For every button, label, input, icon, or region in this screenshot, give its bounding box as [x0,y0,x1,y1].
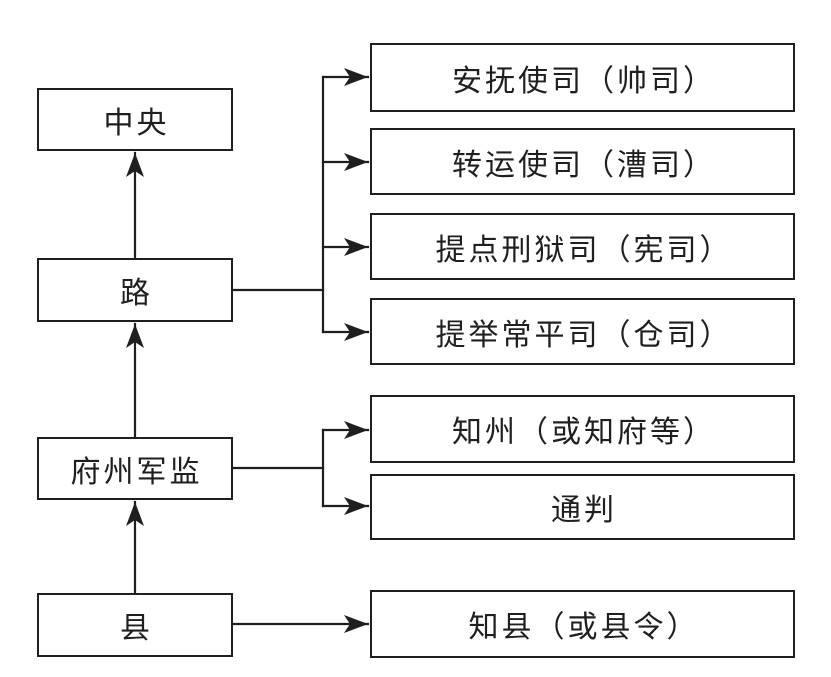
node-office-zhuanyun: 转运使司（漕司） [370,128,795,195]
node-prefecture: 府州军监 [37,437,233,500]
node-central: 中央 [37,88,233,151]
node-office-tiju: 提举常平司（仓司） [370,298,795,365]
node-office-zhixian: 知县（或县令） [370,590,795,658]
node-office-anfu: 安抚使司（帅司） [370,43,795,112]
node-office-tidian: 提点刑狱司（宪司） [370,213,795,280]
node-circuit: 路 [37,258,233,322]
node-county: 县 [37,593,233,657]
node-office-zhizhou: 知州（或知府等） [370,395,795,463]
node-office-tongpan: 通判 [370,474,795,540]
